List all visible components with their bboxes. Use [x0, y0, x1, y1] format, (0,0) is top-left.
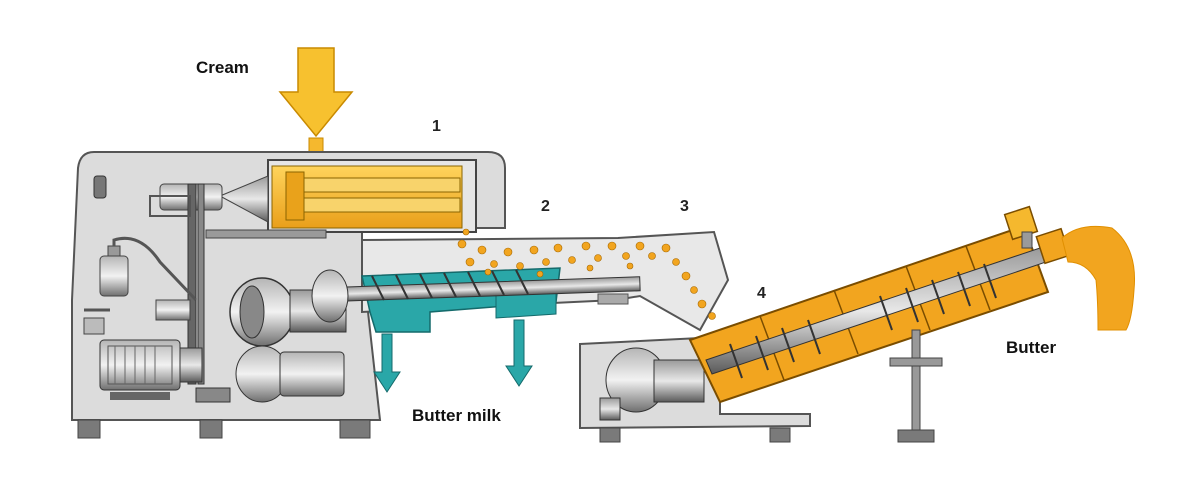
churning-cylinder: [159, 159, 477, 239]
stage-3-label: 3: [680, 198, 689, 215]
belt-drive: [93, 175, 205, 385]
butter-output-stream: [1061, 225, 1136, 331]
butter-extruder: [688, 205, 1071, 404]
kneading-trough: [311, 230, 730, 333]
buttermilk-outlet-arrows: [373, 319, 533, 393]
texturizer-base-frame: [579, 336, 811, 443]
butter-milk-label: Butter milk: [412, 406, 501, 425]
extruder-support-stand: [889, 329, 943, 443]
electric-motor-main: [99, 339, 231, 403]
cream-inlet-arrow: [278, 47, 354, 163]
stage-1-label: 1: [432, 118, 441, 135]
butter-label: Butter: [1006, 338, 1057, 357]
stage-2-label: 2: [541, 198, 550, 215]
control-valve: [83, 236, 198, 335]
cream-label: Cream: [196, 58, 249, 77]
stage-4-label: 4: [757, 285, 766, 302]
butter-grains: [457, 228, 716, 320]
